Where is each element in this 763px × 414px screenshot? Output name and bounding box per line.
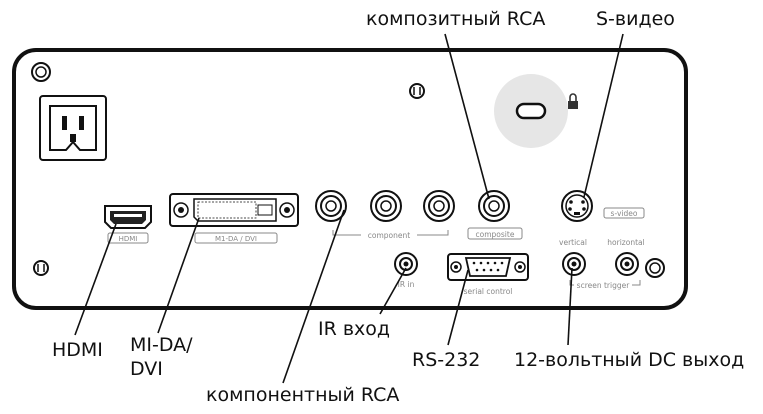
- screen-trigger-label-bg: [574, 279, 632, 290]
- screw-icon: [33, 260, 49, 276]
- screen-trigger-vertical-jack: [562, 252, 586, 276]
- dvi-port: [169, 193, 299, 227]
- serial-control-port: [447, 253, 529, 281]
- rear-panel: [12, 48, 688, 310]
- leader-composite: [444, 33, 490, 200]
- composite-panel-label: composite: [476, 230, 515, 239]
- callout-mi-da-line1: MI-DA/: [130, 334, 193, 356]
- callout-component-rca: компонентный RCA: [206, 384, 400, 406]
- leader-dvi: [157, 217, 200, 334]
- serial-control-panel-label: serial control: [464, 287, 513, 296]
- screw-icon: [645, 258, 665, 278]
- leader-component: [282, 209, 345, 384]
- padlock-icon: [568, 93, 578, 109]
- ac-power-inlet: [39, 95, 107, 161]
- screen-trigger-panel-label: screen trigger: [577, 281, 631, 290]
- hdmi-label-box: [107, 232, 149, 244]
- callout-mi-da-dvi: MI-DA/ DVI: [130, 334, 193, 382]
- component-rca-jack: [423, 190, 455, 222]
- composite-rca-jack: [478, 190, 510, 222]
- leader-lines: [74, 33, 624, 384]
- composite-label-box: [467, 227, 523, 240]
- s-video-port: [561, 190, 593, 222]
- horizontal-panel-label: horizontal: [607, 238, 644, 247]
- dvi-panel-label: M1-DA / DVI: [215, 235, 257, 243]
- leader-s-video: [583, 33, 624, 198]
- component-panel-label: component: [368, 231, 410, 240]
- callout-dc-out: 12-вольтный DC выход: [514, 349, 745, 371]
- callout-ir-in: IR вход: [318, 318, 391, 340]
- s-video-label-box: [603, 207, 645, 219]
- callout-rs232: RS-232: [412, 349, 481, 371]
- screw-icon: [409, 83, 425, 99]
- leader-hdmi: [74, 223, 117, 336]
- s-video-panel-label: s-video: [611, 209, 638, 218]
- screw-icon: [31, 62, 51, 82]
- dvi-label-box: [194, 232, 278, 244]
- ir-in-panel-label: IR in: [398, 280, 415, 289]
- ir-in-jack: [394, 252, 418, 276]
- hdmi-panel-label: HDMI: [119, 235, 138, 243]
- leader-ir-in: [379, 267, 407, 315]
- hdmi-port: [104, 205, 152, 229]
- component-rca-jack: [315, 190, 347, 222]
- callout-composite-rca: композитный RCA: [366, 8, 546, 30]
- screen-trigger-horizontal-jack: [615, 252, 639, 276]
- component-label-bg: [361, 229, 417, 240]
- callout-s-video: S-видео: [596, 8, 675, 30]
- component-rca-jack: [370, 190, 402, 222]
- leader-rs232: [447, 269, 469, 346]
- leader-dc-out: [567, 267, 573, 346]
- vertical-panel-label: vertical: [559, 238, 587, 247]
- security-lock-slot: [494, 74, 568, 148]
- callout-mi-da-line2: DVI: [130, 357, 163, 380]
- callout-hdmi: HDMI: [52, 339, 103, 361]
